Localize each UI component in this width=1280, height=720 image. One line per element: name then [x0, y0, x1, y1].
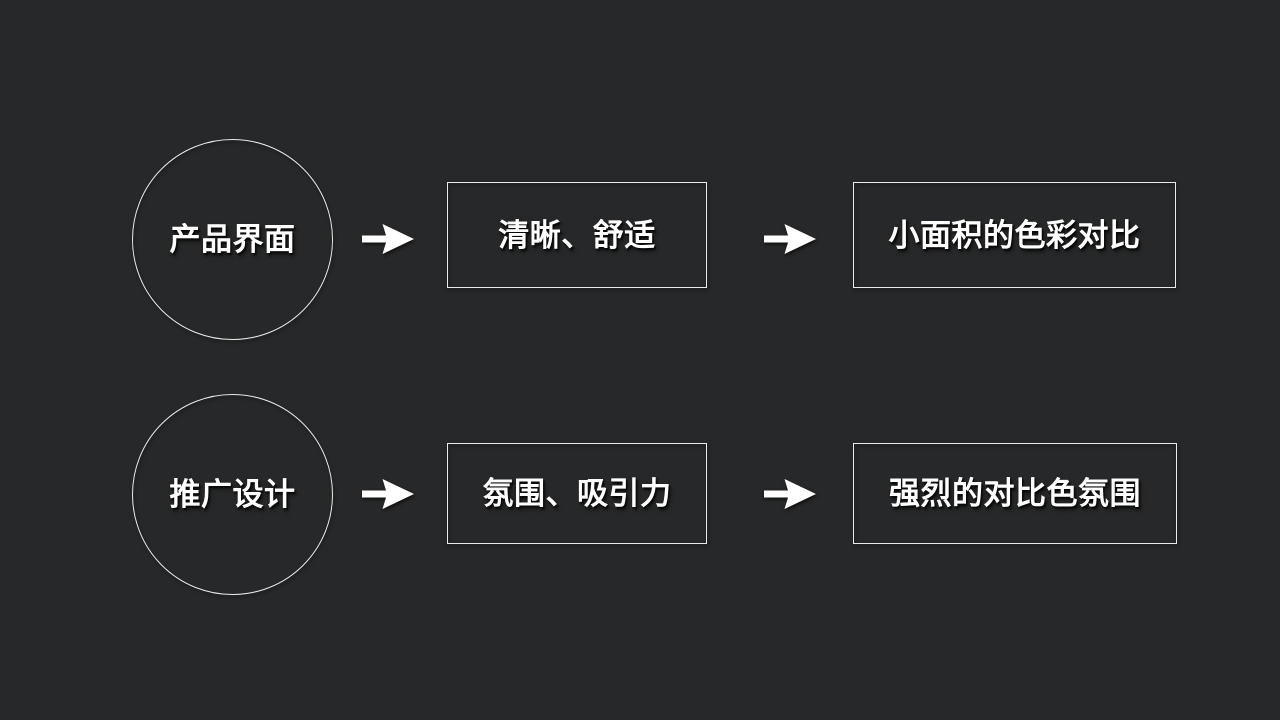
flow-node-circle-source[interactable]: 产品界面	[132, 139, 333, 340]
right-arrow-icon	[762, 473, 818, 515]
flow-node-label: 小面积的色彩对比	[888, 217, 1141, 253]
right-arrow-icon	[360, 473, 416, 515]
flow-node-label: 推广设计	[169, 477, 296, 512]
flow-node-label: 强烈的对比色氛围	[889, 476, 1141, 511]
flow-node-box-result[interactable]: 小面积的色彩对比	[853, 182, 1176, 288]
flow-node-box-middle[interactable]: 氛围、吸引力	[447, 443, 707, 544]
flow-node-label: 产品界面	[169, 222, 296, 257]
flow-node-circle-source[interactable]: 推广设计	[132, 394, 333, 595]
right-arrow-icon	[762, 218, 818, 260]
flow-node-box-result[interactable]: 强烈的对比色氛围	[853, 443, 1177, 544]
flow-node-box-middle[interactable]: 清晰、舒适	[447, 182, 707, 288]
right-arrow-icon	[360, 218, 416, 260]
flow-node-label: 氛围、吸引力	[482, 476, 672, 511]
flow-node-label: 清晰、舒适	[498, 217, 656, 253]
